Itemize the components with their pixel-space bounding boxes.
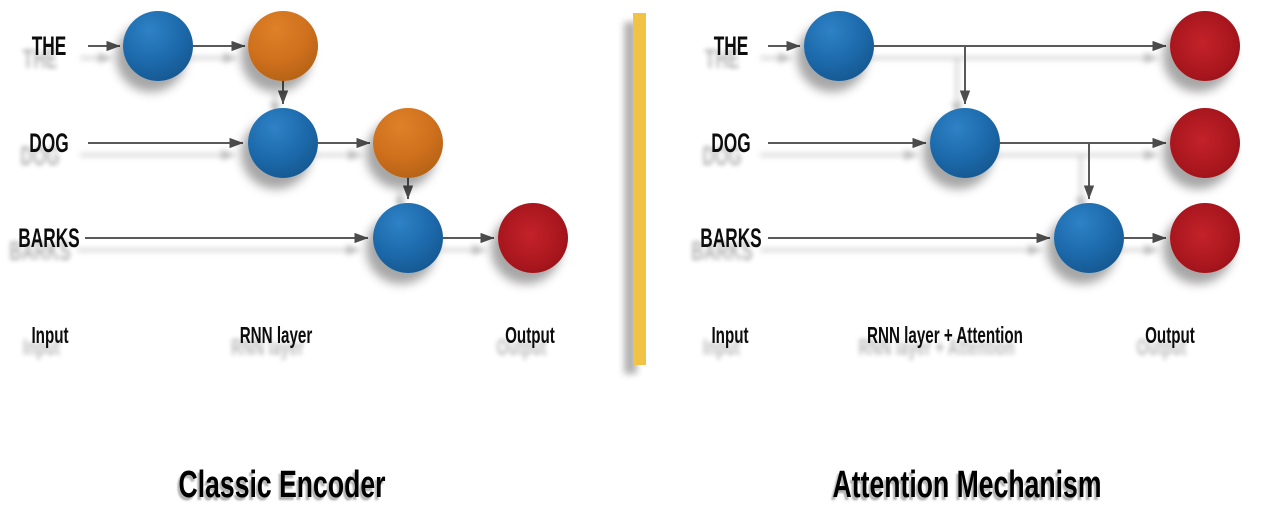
left-word-dog: DOG	[29, 128, 69, 158]
right-rnn-node-the	[804, 11, 874, 81]
right-output-node-dog	[1170, 108, 1240, 178]
left-output-node	[498, 203, 568, 273]
panel-divider-bar	[633, 13, 646, 365]
right-rnn-node-dog	[930, 108, 1000, 178]
right-col-rnn-layer-attention: RNN layer + Attention	[867, 322, 1023, 348]
right-word-barks: BARKS	[700, 223, 762, 253]
left-word-barks: BARKS	[18, 223, 80, 253]
left-word-the: THE	[31, 31, 67, 61]
right-output-node-the	[1170, 11, 1240, 81]
right-col-output: Output	[1145, 322, 1195, 348]
left-hidden-state-2	[373, 108, 443, 178]
right-rnn-node-barks	[1054, 203, 1124, 273]
right-word-the: THE	[713, 31, 749, 61]
left-col-output: Output	[505, 322, 555, 348]
left-rnn-node-barks	[373, 203, 443, 273]
left-col-rnn-layer: RNN layer	[239, 322, 313, 348]
left-col-input: Input	[31, 322, 69, 348]
left-hidden-state-1	[248, 11, 318, 81]
right-word-dog: DOG	[711, 128, 751, 158]
right-output-node-barks	[1170, 203, 1240, 273]
right-col-input: Input	[711, 322, 749, 348]
left-rnn-node-dog	[248, 108, 318, 178]
left-rnn-node-the	[123, 11, 193, 81]
right-panel-title: Attention Mechanism	[832, 464, 1102, 506]
left-panel-title: Classic Encoder	[178, 464, 386, 506]
